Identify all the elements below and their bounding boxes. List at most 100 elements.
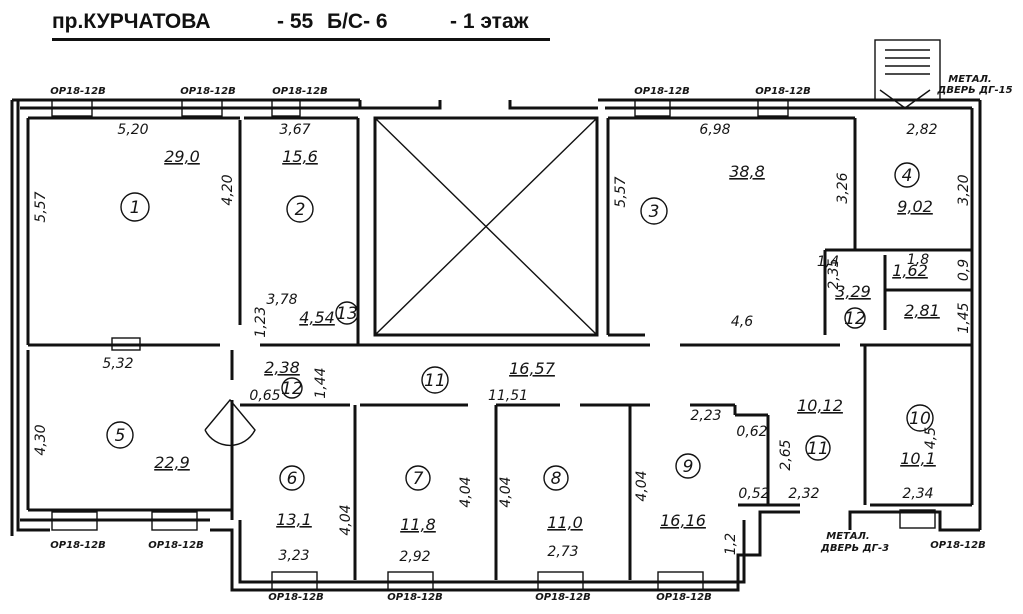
dimension-label: 4,04 bbox=[634, 470, 650, 501]
room-area: 15,6 bbox=[282, 147, 318, 166]
room-number: 3 bbox=[649, 202, 660, 222]
dimension-label: 1,4 bbox=[817, 254, 839, 270]
room-number: 8 bbox=[551, 469, 562, 489]
header-underline bbox=[52, 38, 550, 41]
room-area: 16,57 bbox=[509, 359, 556, 378]
dimension-label: 3,20 bbox=[956, 174, 972, 205]
small-area: 2,81 bbox=[904, 301, 940, 320]
dimension-label: 3,78 bbox=[266, 292, 297, 308]
room-area: 3,29 bbox=[835, 282, 871, 301]
room-circle bbox=[281, 377, 303, 399]
room-circle bbox=[421, 366, 449, 394]
dimension-label: 3,67 bbox=[279, 122, 310, 138]
dimension-label: 3,26 bbox=[835, 172, 851, 203]
dimension-label: 2,65 bbox=[778, 439, 794, 470]
dimension-label: 5,20 bbox=[117, 122, 148, 138]
window-label: ОР18-12В bbox=[656, 592, 711, 603]
room-number: 12 bbox=[844, 309, 866, 329]
dimension-label: 1,45 bbox=[956, 302, 972, 333]
room-number: 9 bbox=[683, 457, 694, 477]
room-area: 4,54 bbox=[299, 308, 335, 327]
room-circle bbox=[675, 453, 701, 479]
room-circle bbox=[805, 435, 831, 461]
entrance-stair bbox=[874, 39, 941, 109]
dimension-label: 4,20 bbox=[220, 174, 236, 205]
room-number: 12 bbox=[281, 379, 303, 399]
room-area: 29,0 bbox=[164, 147, 200, 166]
dimension-label: 1,23 bbox=[253, 306, 269, 337]
door-label: ДВЕРЬ ДГ-15 bbox=[936, 85, 1012, 96]
dimension-label: 4,30 bbox=[33, 424, 49, 455]
dimension-label: 1,44 bbox=[313, 367, 329, 398]
window-label: ОР18-12В bbox=[755, 86, 810, 97]
room-circle bbox=[543, 465, 569, 491]
dimension-label: 1,2 bbox=[723, 533, 739, 555]
room-circle bbox=[279, 465, 305, 491]
dimension-label: 4,6 bbox=[731, 314, 753, 330]
dimension-label: 2,82 bbox=[906, 122, 937, 138]
dimension-label: 4,5 bbox=[923, 427, 939, 449]
dimension-label: 1,8 bbox=[907, 252, 929, 268]
window-label: ОР18-12В bbox=[50, 540, 105, 551]
room-number: 5 bbox=[115, 426, 126, 446]
door-label: ДВЕРЬ ДГ-3 bbox=[820, 543, 889, 554]
room-number: 13 bbox=[336, 304, 358, 324]
room-number: 4 bbox=[902, 166, 913, 186]
window-frames bbox=[51, 99, 936, 591]
dimension-label: 0,62 bbox=[736, 424, 767, 440]
dimension-label: 3,23 bbox=[278, 548, 309, 564]
window-label: ОР18-12В bbox=[535, 592, 590, 603]
dimension-label: 11,51 bbox=[488, 388, 528, 404]
inner-walls bbox=[26, 116, 972, 580]
stair-shaft bbox=[373, 116, 599, 337]
room-area: 16,16 bbox=[660, 511, 706, 530]
window-label: ОР18-12В bbox=[180, 86, 235, 97]
door-label: МЕТАЛ. bbox=[948, 74, 991, 85]
header-street: пр.КУРЧАТОВА bbox=[52, 10, 211, 33]
window-label: ОР18-12В bbox=[148, 540, 203, 551]
room-area: 38,8 bbox=[729, 162, 765, 181]
dimension-label: 0,65 bbox=[249, 388, 280, 404]
room-area: 22,9 bbox=[154, 453, 190, 472]
room-circle bbox=[640, 197, 668, 225]
dimension-label: 2,34 bbox=[902, 486, 933, 502]
window-label: ОР18-12В bbox=[50, 86, 105, 97]
dimension-label: 5,57 bbox=[33, 191, 49, 222]
dimension-label: 6,98 bbox=[699, 122, 730, 138]
room-circles bbox=[106, 162, 934, 491]
dimension-label: 4,04 bbox=[458, 476, 474, 507]
room-area: 10,12 bbox=[797, 396, 843, 415]
dimension-label: 2,32 bbox=[788, 486, 819, 502]
dimension-label: 5,32 bbox=[102, 356, 133, 372]
window-label: ОР18-12В bbox=[930, 540, 985, 551]
window-label: ОР18-12В bbox=[387, 592, 442, 603]
room-area: 13,1 bbox=[276, 510, 312, 529]
room-circle bbox=[894, 162, 920, 188]
room-number: 1 bbox=[130, 198, 141, 218]
room-circle bbox=[335, 301, 359, 325]
dimension-label: 0,52 bbox=[738, 486, 769, 502]
room-circle bbox=[106, 421, 134, 449]
dimension-label: 2,23 bbox=[690, 408, 721, 424]
dimension-label: 2,92 bbox=[399, 549, 430, 565]
room-area: 9,02 bbox=[897, 197, 933, 216]
dimension-label: 5,57 bbox=[613, 176, 629, 207]
window-label: ОР18-12В bbox=[268, 592, 323, 603]
room-number: 2 bbox=[295, 200, 306, 220]
dimension-label: 2,35 bbox=[826, 258, 842, 289]
room-area: 2,38 bbox=[264, 358, 300, 377]
dimension-label: 2,73 bbox=[547, 544, 578, 560]
header-house: - 55 bbox=[277, 10, 314, 33]
room-number: 6 bbox=[287, 469, 298, 489]
small-area: 1,62 bbox=[892, 261, 928, 280]
dimension-label: 4,04 bbox=[338, 504, 354, 535]
header-building: Б/С- 6 bbox=[327, 10, 388, 33]
room-area: 11,0 bbox=[547, 513, 583, 532]
door-swing bbox=[204, 398, 256, 447]
door-label: МЕТАЛ. bbox=[826, 531, 869, 542]
room-number: 7 bbox=[413, 469, 424, 489]
dimension-label: 4,04 bbox=[498, 476, 514, 507]
room-circle bbox=[120, 192, 150, 222]
room-circle bbox=[844, 307, 866, 329]
